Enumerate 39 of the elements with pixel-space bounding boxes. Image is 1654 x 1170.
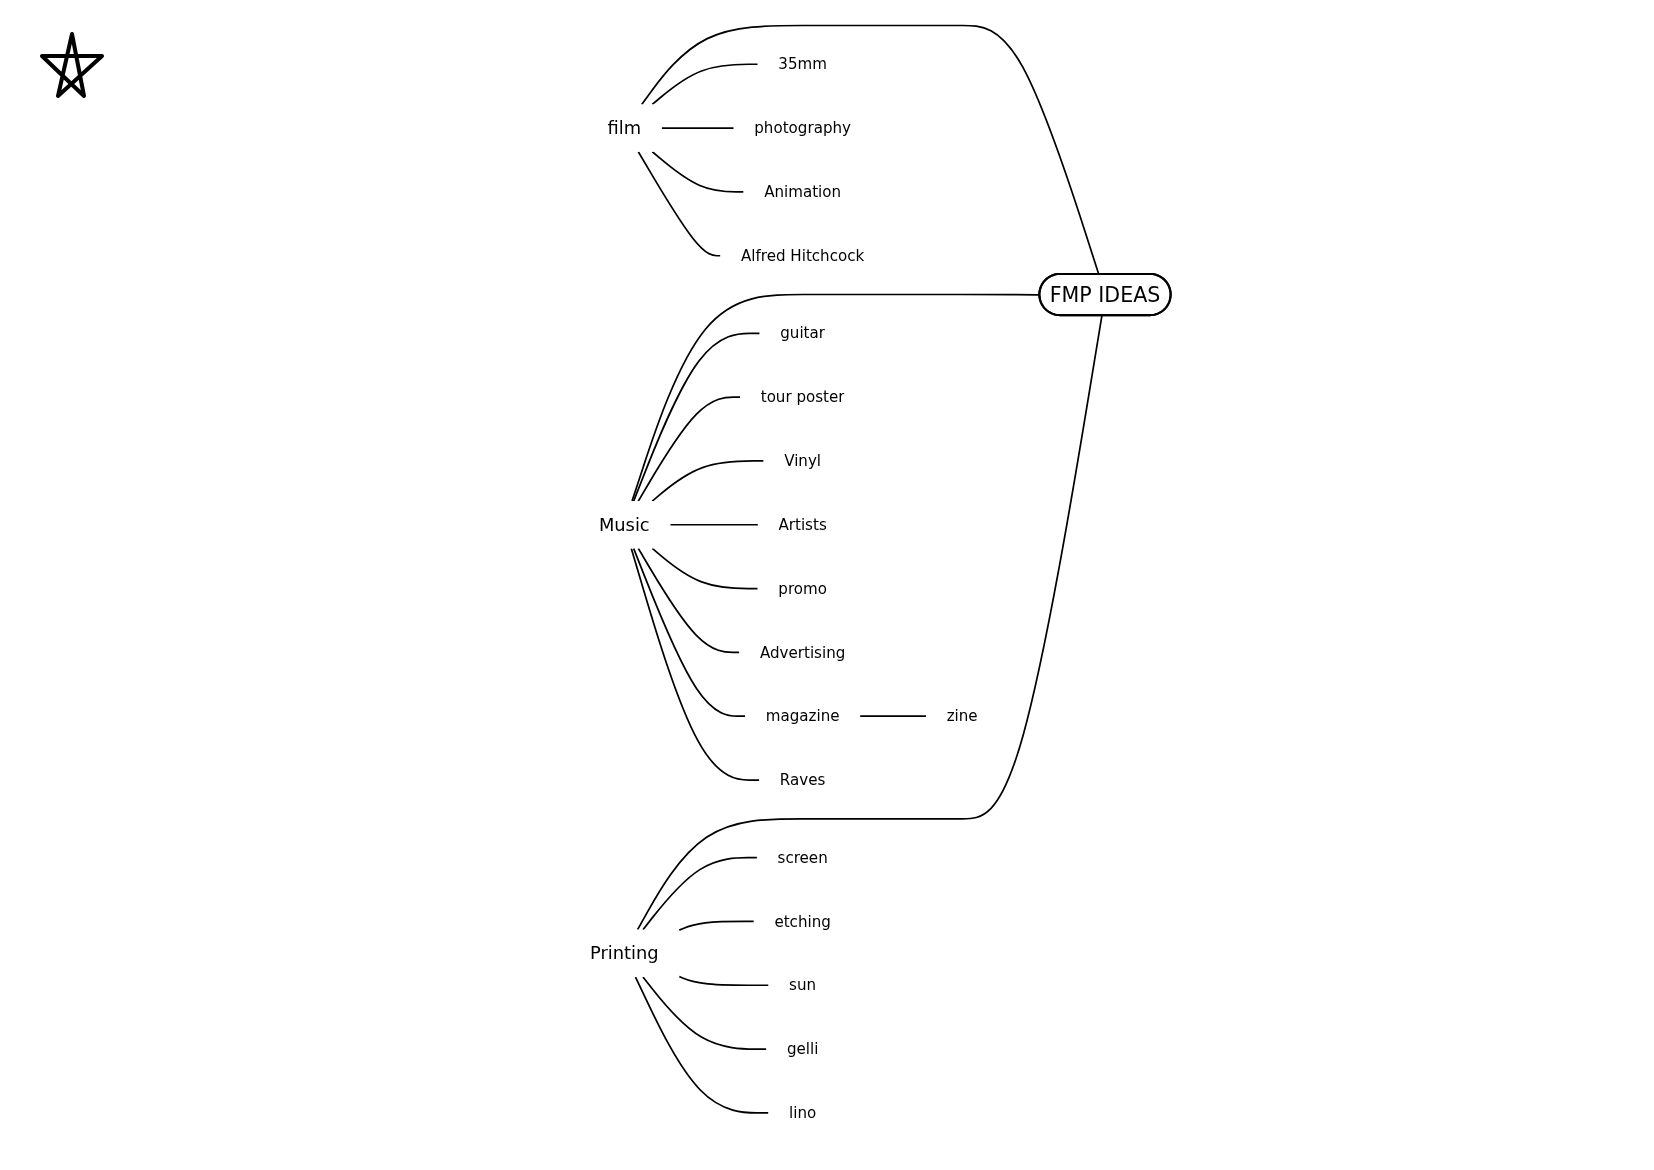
node-text: Vinyl [784, 452, 822, 470]
connector [660, 127, 735, 129]
node-text: screen [777, 849, 828, 867]
connector [637, 150, 722, 257]
node-text: zine [946, 707, 978, 725]
node-text: etching [774, 912, 831, 930]
connector [642, 856, 758, 931]
connector [859, 715, 927, 718]
connector [634, 976, 770, 1114]
node-text: tour poster [760, 388, 845, 406]
node-text: 35mm [778, 55, 827, 73]
node-text: photography [754, 119, 851, 137]
connector [642, 976, 768, 1050]
connector [651, 547, 759, 590]
node-text: Printing [589, 942, 659, 964]
node-text: Music [598, 514, 650, 535]
node-text: Animation [764, 183, 842, 201]
node-text: film [607, 117, 642, 139]
connector [669, 523, 759, 526]
connector [651, 150, 745, 193]
node-text: Alfred Hitchcock [740, 247, 865, 265]
connector [630, 547, 761, 781]
node-text: Artists [778, 516, 827, 534]
node-text: promo [778, 580, 827, 598]
connector [678, 920, 755, 931]
connector [678, 975, 770, 987]
node-text: magazine [765, 707, 840, 725]
connector [651, 460, 765, 502]
connector [651, 63, 759, 106]
node-text: gelli [786, 1040, 819, 1058]
connector [632, 547, 746, 718]
node-text: guitar [780, 324, 825, 342]
node-text: Raves [779, 771, 826, 789]
node-text: sun [789, 976, 817, 994]
connector [632, 332, 761, 502]
connector [637, 396, 741, 502]
node-text: Advertising [759, 643, 846, 661]
node-text: lino [789, 1104, 817, 1122]
connector [637, 547, 741, 654]
